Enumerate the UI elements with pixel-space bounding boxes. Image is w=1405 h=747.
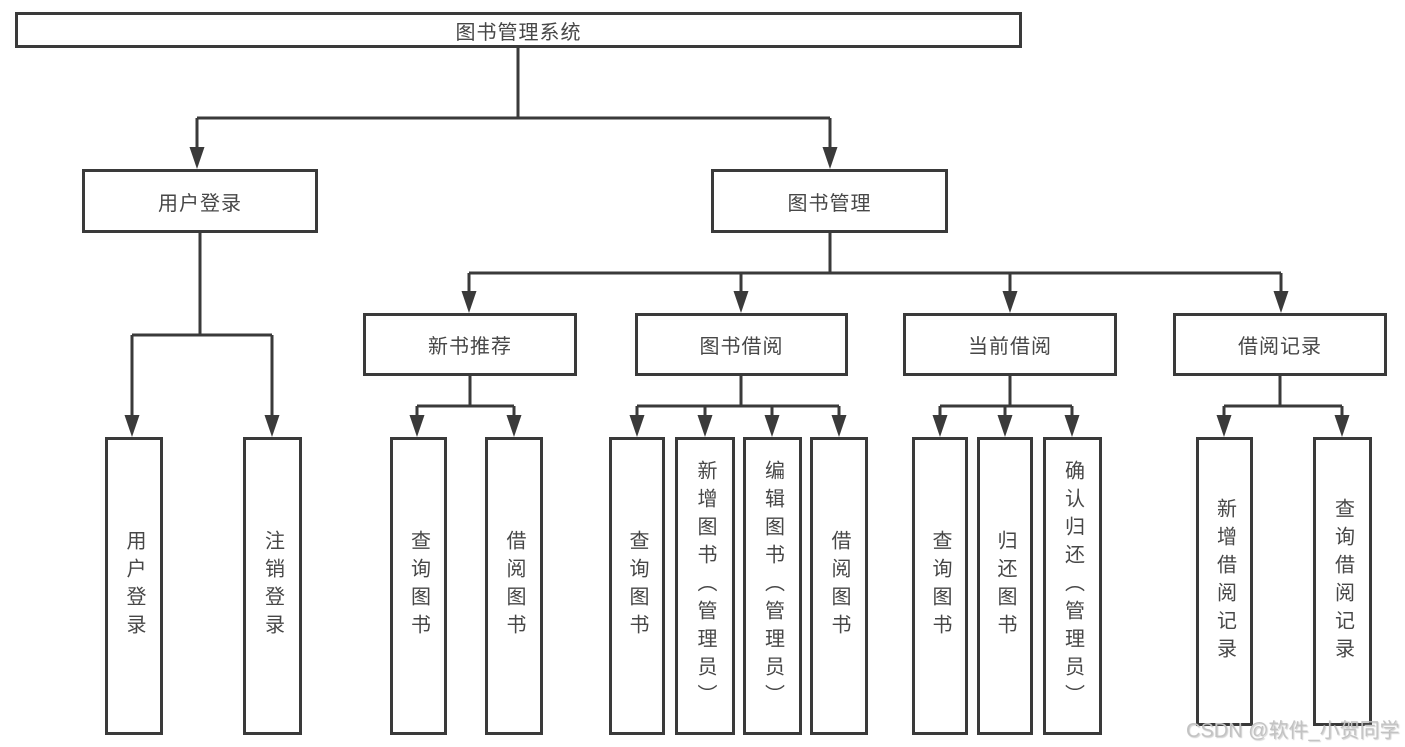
node-leaf-cb-query-book-label: 查询图书 [929, 530, 951, 642]
node-leaf-cb-return-book-label: 归还图书 [994, 530, 1016, 642]
node-leaf-br-add-record-label: 新增借阅记录 [1213, 497, 1236, 666]
node-leaf-nb-borrow-book: 借阅图书 [485, 437, 543, 735]
node-leaf-bb-add-book-label: 新增图书（管理员） [694, 460, 716, 712]
node-user-login-label: 用户登录 [158, 192, 242, 215]
node-leaf-logout-label: 注销登录 [261, 530, 284, 642]
node-leaf-br-query-record-label: 查询借阅记录 [1331, 497, 1354, 666]
node-leaf-cb-confirm-return-label: 确认归还（管理员） [1061, 460, 1084, 712]
node-user-login: 用户登录 [82, 169, 318, 233]
node-leaf-nb-borrow-book-label: 借阅图书 [503, 530, 525, 642]
node-leaf-cb-confirm-return: 确认归还（管理员） [1043, 437, 1102, 735]
node-leaf-cb-query-book: 查询图书 [912, 437, 968, 735]
node-new-book-recommend: 新书推荐 [363, 313, 577, 376]
node-root: 图书管理系统 [15, 12, 1022, 48]
watermark: CSDN @软件_小贺同学 [1186, 720, 1400, 742]
connector-borrow-records-children [1216, 376, 1350, 437]
node-leaf-user-login: 用户登录 [105, 437, 163, 735]
node-new-book-recommend-label: 新书推荐 [428, 336, 512, 358]
node-leaf-br-add-record: 新增借阅记录 [1196, 437, 1253, 726]
node-borrow-records: 借阅记录 [1173, 313, 1387, 376]
node-root-label: 图书管理系统 [455, 21, 582, 44]
node-leaf-bb-query-book-label: 查询图书 [626, 530, 648, 642]
node-leaf-br-query-record: 查询借阅记录 [1313, 437, 1372, 726]
node-leaf-bb-query-book: 查询图书 [609, 437, 665, 735]
connector-book-mgmt-to-level3 [461, 233, 1289, 313]
node-current-borrow: 当前借阅 [903, 313, 1117, 376]
node-leaf-bb-edit-book-label: 编辑图书（管理员） [761, 460, 784, 712]
node-leaf-bb-edit-book: 编辑图书（管理员） [743, 437, 802, 735]
connector-book-borrow-children [629, 376, 847, 437]
node-book-borrow-label: 图书借阅 [699, 336, 784, 358]
node-leaf-nb-query-book: 查询图书 [390, 437, 447, 735]
connector-current-borrow-children [932, 376, 1080, 437]
node-leaf-logout: 注销登录 [243, 437, 302, 735]
connector-root-to-level2 [189, 48, 838, 169]
node-book-borrow: 图书借阅 [635, 313, 848, 376]
node-leaf-nb-query-book-label: 查询图书 [407, 530, 430, 642]
node-book-management: 图书管理 [711, 169, 948, 233]
node-leaf-user-login-label: 用户登录 [123, 530, 145, 642]
connector-new-book-children [409, 376, 522, 437]
node-leaf-bb-add-book: 新增图书（管理员） [675, 437, 735, 735]
node-borrow-records-label: 借阅记录 [1238, 336, 1322, 358]
node-book-management-label: 图书管理 [787, 192, 872, 215]
node-leaf-cb-return-book: 归还图书 [977, 437, 1033, 735]
node-current-borrow-label: 当前借阅 [968, 336, 1052, 358]
node-leaf-bb-borrow-book-label: 借阅图书 [828, 530, 850, 642]
node-leaf-bb-borrow-book: 借阅图书 [810, 437, 868, 735]
connector-user-login-children [124, 233, 280, 437]
